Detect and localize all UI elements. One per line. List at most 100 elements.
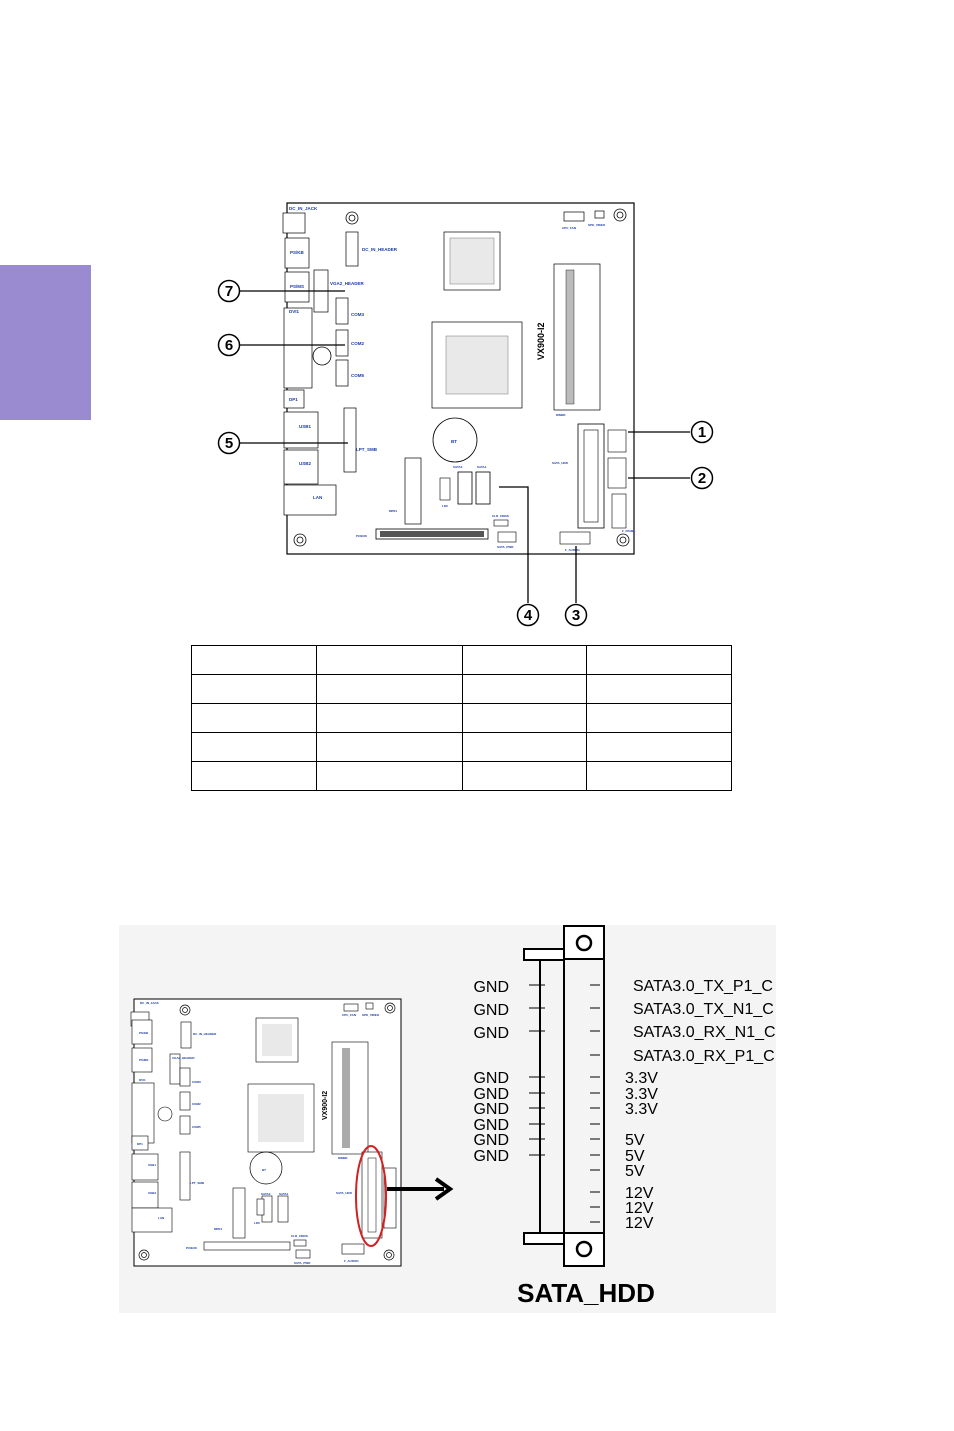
callout-4: 4 [524, 607, 533, 624]
f-usb2-header [607, 457, 627, 489]
ps2-ms-label: PS/MS [290, 284, 304, 289]
small-usb2-label: USB2 [148, 1191, 156, 1195]
pin-tx-p1: SATA3.0_TX_P1_C [633, 978, 773, 995]
buzzer [312, 346, 332, 366]
usb1-port [283, 411, 319, 449]
pin-gnd: GND [473, 1132, 509, 1149]
callout-6: 6 [225, 337, 233, 354]
com5-header [335, 359, 349, 387]
table-cell [191, 674, 317, 704]
small-cpu-fan-label: CPU_FAN [342, 1013, 356, 1017]
table-cell [462, 703, 588, 733]
table-cell [315, 732, 464, 762]
dvi-label: DVI1 [289, 309, 300, 314]
pcie-label: PCIEX8 [356, 534, 367, 538]
usb2-label: USB2 [299, 461, 312, 466]
pin-gnd: GND [473, 1002, 509, 1019]
small-usb1-label: USB1 [148, 1163, 156, 1167]
table-cell [462, 732, 588, 762]
pin-5v: 5V [625, 1132, 645, 1149]
callout-3: 3 [572, 607, 580, 624]
small-clr-cmos-label: CLR_CMOS [291, 1234, 308, 1238]
ldc-label: LDC [442, 504, 449, 508]
usb1-label: USB1 [299, 424, 312, 429]
com2-label: COM2 [351, 341, 364, 346]
pin-gnd: GND [473, 1117, 509, 1134]
table-cell [315, 761, 464, 791]
mounting-hole [293, 208, 630, 547]
table-cell [191, 761, 317, 791]
table-row [191, 732, 732, 762]
table-cell [191, 732, 317, 762]
dimm-label: DIMM1 [556, 413, 566, 417]
pin-gnd: GND [473, 979, 509, 996]
pin-gnd: GND [473, 1070, 509, 1087]
pin-rx-p1: SATA3.0_RX_P1_C [633, 1048, 775, 1065]
small-dp-label: DP1 [137, 1142, 143, 1146]
com5-label: COM5 [351, 373, 364, 378]
table-cell [315, 645, 464, 675]
table-cell [586, 674, 732, 704]
small-sata-hdd-label: SATA_HDD [336, 1191, 353, 1195]
mpe1-label: MPE1 [389, 509, 398, 513]
com2-header [335, 329, 349, 357]
table-cell [586, 761, 732, 791]
lan-port [283, 484, 337, 516]
speaker-header [594, 210, 605, 219]
com3-header [335, 297, 349, 325]
dc-jack-port [282, 212, 306, 234]
motherboard-layout-diagram: DC_IN_JACK PS/KB PS/MS DVI1 DP1 USB1 USB… [217, 202, 714, 627]
dp-port [283, 389, 305, 409]
table-row [191, 674, 732, 704]
small-spk-label: SPK_VIDEO [362, 1013, 380, 1017]
table-cell [191, 703, 317, 733]
small-sata2-label: SATA2 [261, 1192, 271, 1196]
sata1-port [475, 471, 491, 505]
f-usb-header [607, 429, 627, 453]
lan-label: LAN [313, 495, 322, 500]
small-dimm-label: DIMM1 [338, 1156, 348, 1160]
battery [432, 417, 478, 463]
small-battery-label: BT [262, 1168, 266, 1172]
table-cell [315, 703, 464, 733]
sata-hdd-label: SATA_HDD [552, 461, 569, 465]
pin-gnd: GND [473, 1101, 509, 1118]
table-cell [586, 645, 732, 675]
pin-gnd: GND [473, 1025, 509, 1042]
pin-rx-n1: SATA3.0_RX_N1_C [633, 1024, 776, 1041]
table-cell [462, 645, 588, 675]
pin-3v3: 3.3V [625, 1086, 658, 1103]
sata2-port [457, 471, 473, 505]
small-ps2-ms-label: PS/MS [139, 1058, 148, 1062]
pin-tx-n1: SATA3.0_TX_N1_C [633, 1001, 774, 1018]
callout-1: 1 [698, 424, 706, 441]
small-ps2-kb-label: PS/KB [139, 1031, 149, 1035]
sata-hdd-title: SATA_HDD [517, 1278, 655, 1308]
pin-3v3: 3.3V [625, 1101, 658, 1118]
table-cell [586, 732, 732, 762]
dc-in-header-label: DC_IN_HEADER [362, 247, 398, 252]
small-f-audio-label: F_AUDIO1 [344, 1259, 359, 1263]
small-mpe1-label: MPE1 [214, 1227, 223, 1231]
pin-gnd: GND [473, 1086, 509, 1103]
pin-ticks [529, 984, 600, 1223]
battery-label: BT [451, 439, 457, 444]
table-cell [315, 674, 464, 704]
callout-2: 2 [698, 470, 706, 487]
small-com3-label: COM3 [192, 1080, 201, 1084]
table-cell [462, 761, 588, 791]
callout-marker [217, 279, 714, 627]
pin-5v: 5V [625, 1163, 645, 1180]
small-sata-pwr-label: SATA_PWR [294, 1261, 311, 1265]
chapter-side-tab [0, 265, 91, 420]
vga2-header-label: VGA2_HEADER [330, 281, 365, 286]
spk-label: SPK_VIDEO [588, 223, 606, 227]
ps2-keyboard-port [284, 237, 310, 269]
clr-cmos-jumper [493, 519, 509, 527]
board-model-label: VX900-I2 [536, 322, 546, 360]
table-row [191, 761, 732, 791]
dimm-slot [553, 263, 601, 411]
f-panel-header [611, 493, 627, 529]
small-dc-in-header-label: DC_IN_HEADER [193, 1032, 217, 1036]
dc-in-header [345, 231, 359, 267]
